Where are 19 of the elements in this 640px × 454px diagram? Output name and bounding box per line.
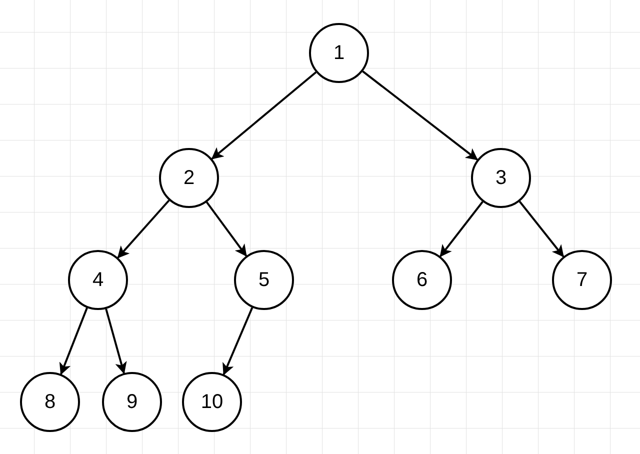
arrow [222, 307, 254, 376]
arrow [211, 71, 317, 160]
node-number: 4 [92, 268, 104, 292]
node-number: 9 [126, 390, 138, 414]
node-number: 7 [576, 268, 588, 292]
arrow [362, 70, 478, 160]
arrow [117, 200, 170, 258]
node-number: 10 [200, 390, 224, 414]
arrow [440, 201, 484, 258]
arrow [105, 308, 127, 374]
node-number: 3 [495, 166, 507, 190]
arrow [59, 308, 88, 376]
node-number: 8 [44, 390, 56, 414]
node-number: 1 [333, 42, 345, 64]
arrow [206, 202, 248, 257]
node-number: 6 [416, 268, 428, 292]
node-number: 5 [258, 268, 270, 292]
node-number: 2 [183, 166, 195, 190]
arrow [518, 200, 564, 258]
